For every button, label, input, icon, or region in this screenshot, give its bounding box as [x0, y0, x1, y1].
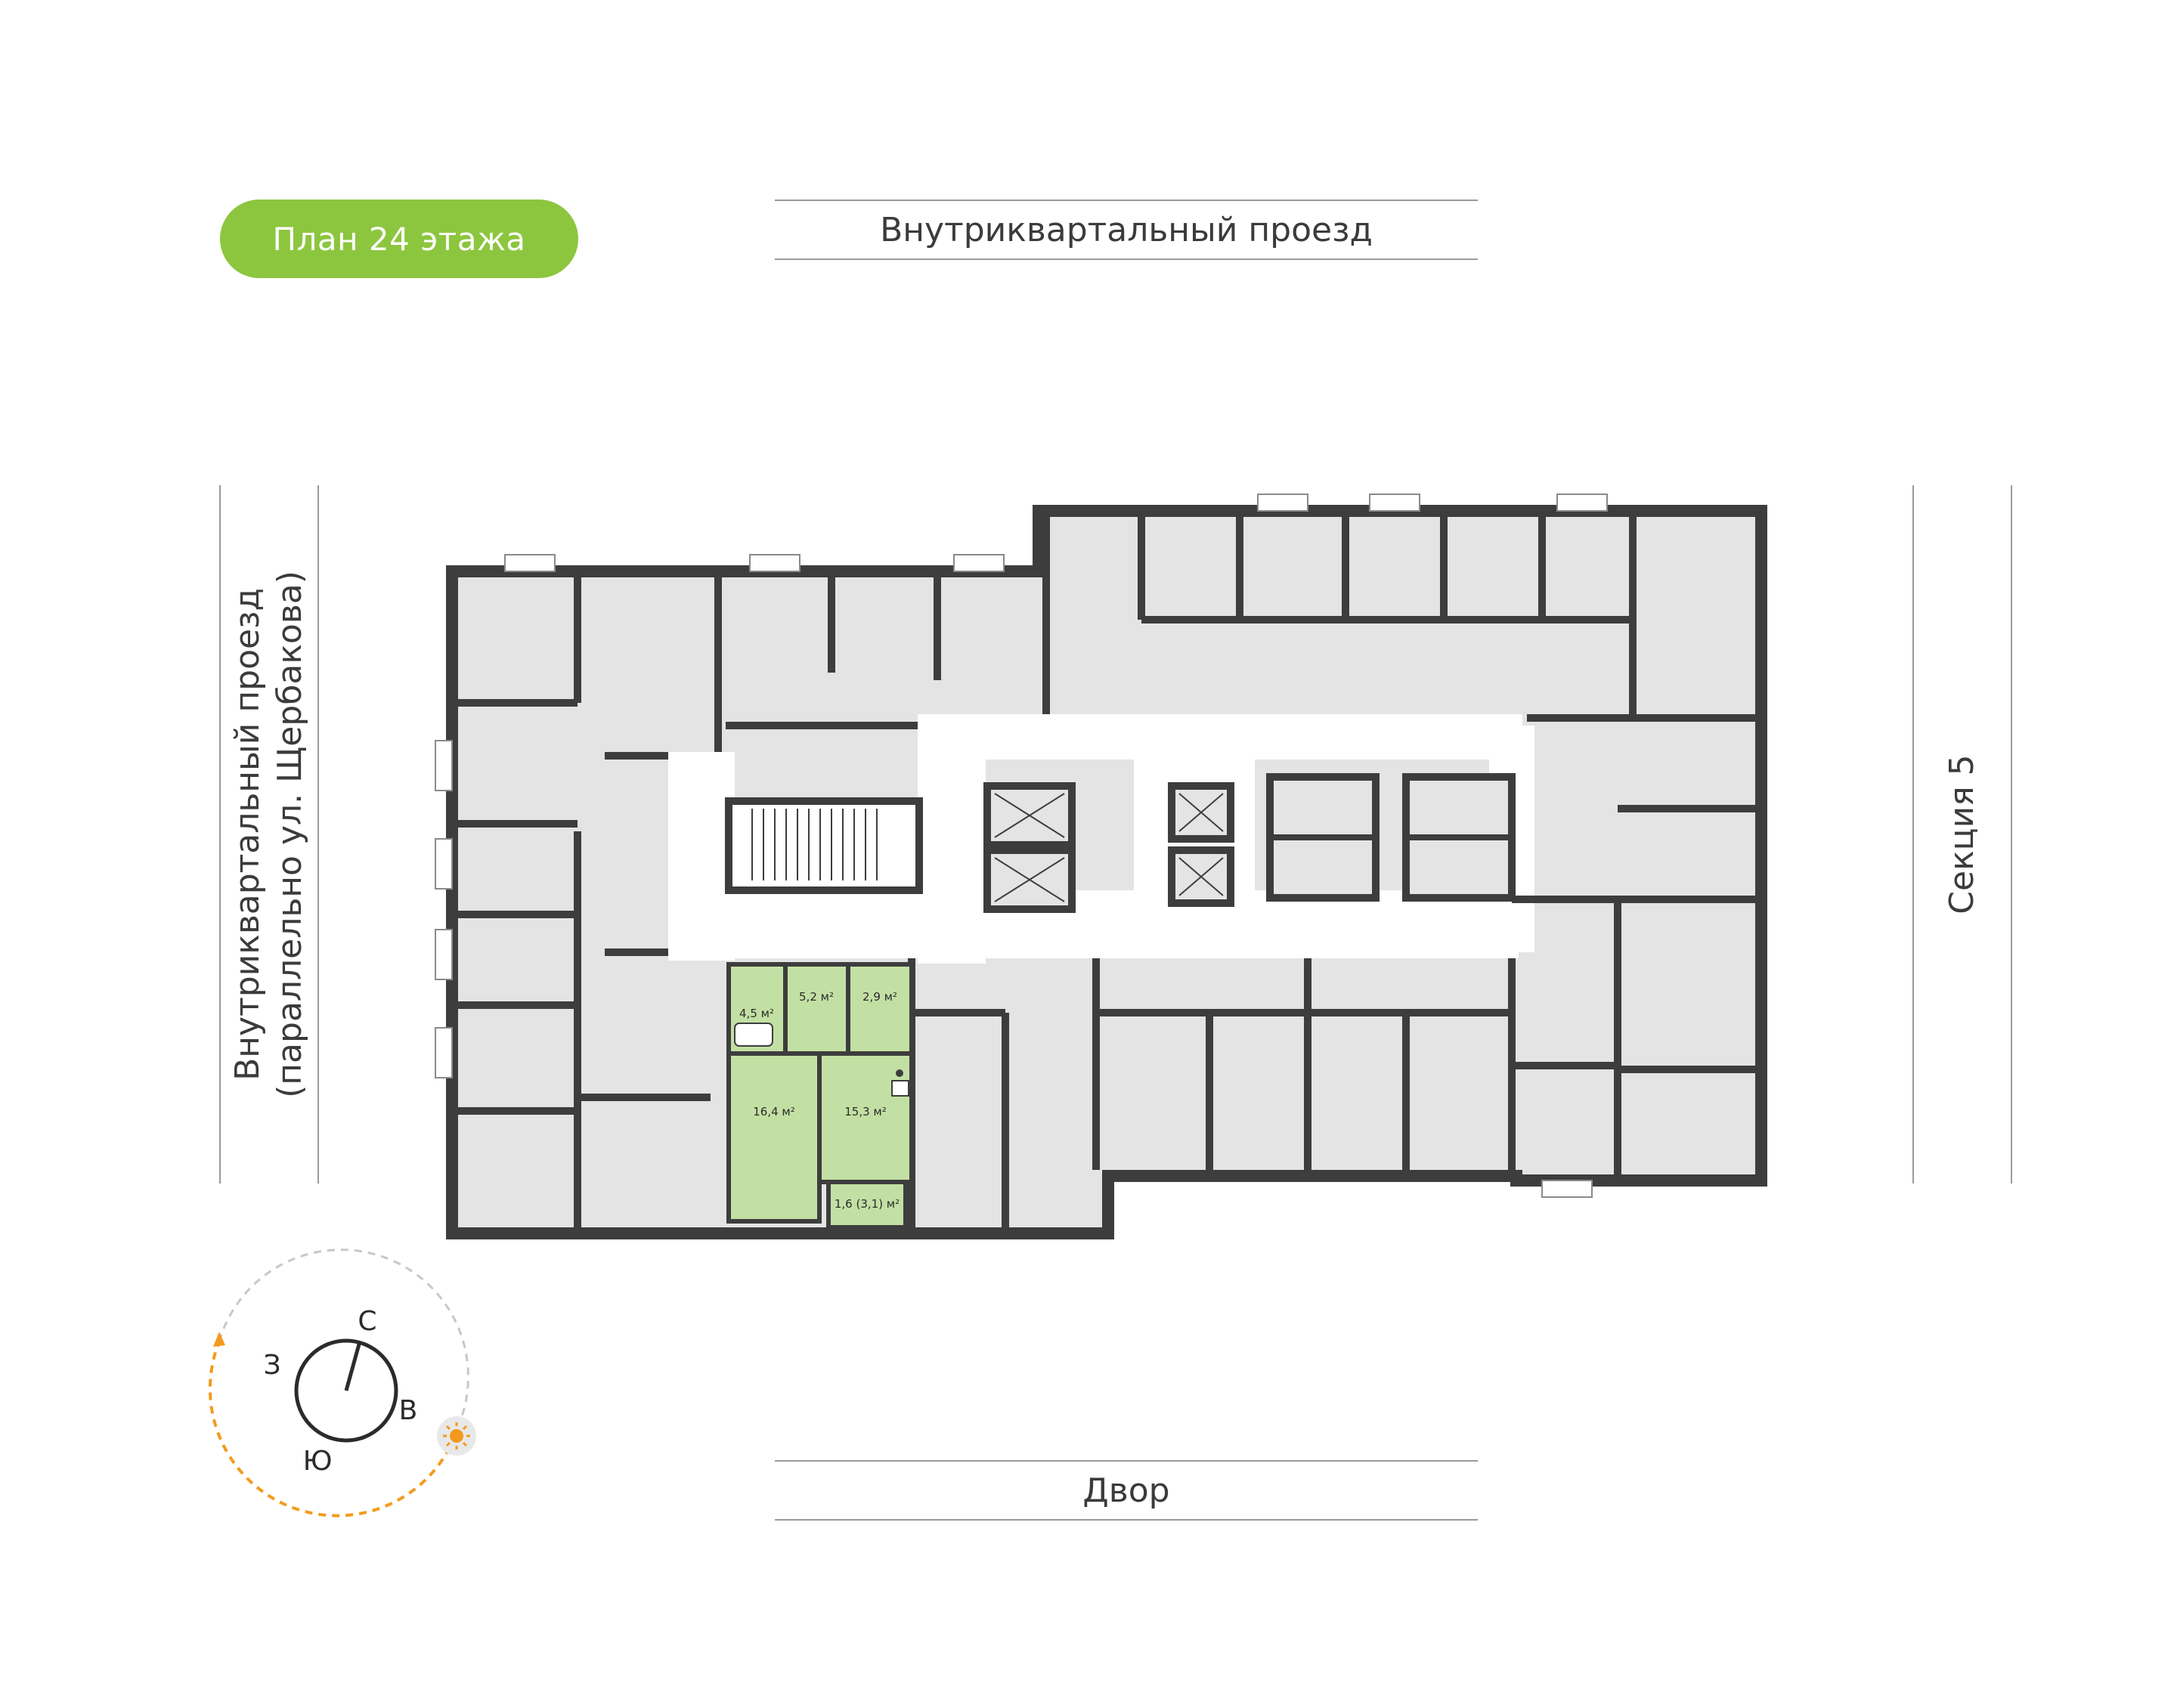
street-label-bottom: Двор: [775, 1460, 1478, 1521]
area-label-balcony: 1,6 (3,1) м²: [835, 1197, 900, 1211]
street-label-left: Внутриквартальный проезд (параллельно ул…: [219, 485, 319, 1184]
corridor: [668, 714, 1534, 964]
compass-east: В: [399, 1395, 418, 1426]
area-label-bathroom: 4,5 м²: [739, 1007, 774, 1020]
area-label-wc: 2,9 м²: [862, 990, 897, 1004]
facade-windows: [435, 494, 1608, 1198]
compass-needle-icon: [344, 1341, 362, 1391]
sun-path-arrow-icon: [213, 1332, 225, 1347]
apartment-area-labels: 4,5 м² 5,2 м² 2,9 м² 16,4 м² 15,3 м² 1,6…: [739, 990, 900, 1211]
compass-west: З: [263, 1350, 280, 1381]
area-label-kitchen: 15,3 м²: [844, 1105, 887, 1119]
street-label-right: Секция 5: [1912, 485, 2012, 1184]
compass-south: Ю: [303, 1446, 333, 1477]
street-label-top: Внутриквартальный проезд: [775, 200, 1478, 260]
floor-plan-badge: План 24 этажа: [220, 200, 578, 278]
highlighted-apartment[interactable]: [726, 962, 914, 1230]
interior-walls: [458, 517, 1755, 1227]
area-label-hallway: 5,2 м²: [799, 990, 834, 1004]
compass: С В Ю З: [208, 1249, 476, 1518]
compass-north: С: [358, 1306, 376, 1337]
building-core: [725, 773, 1516, 913]
sun-icon: [437, 1416, 476, 1456]
area-label-bedroom: 16,4 м²: [753, 1105, 795, 1119]
